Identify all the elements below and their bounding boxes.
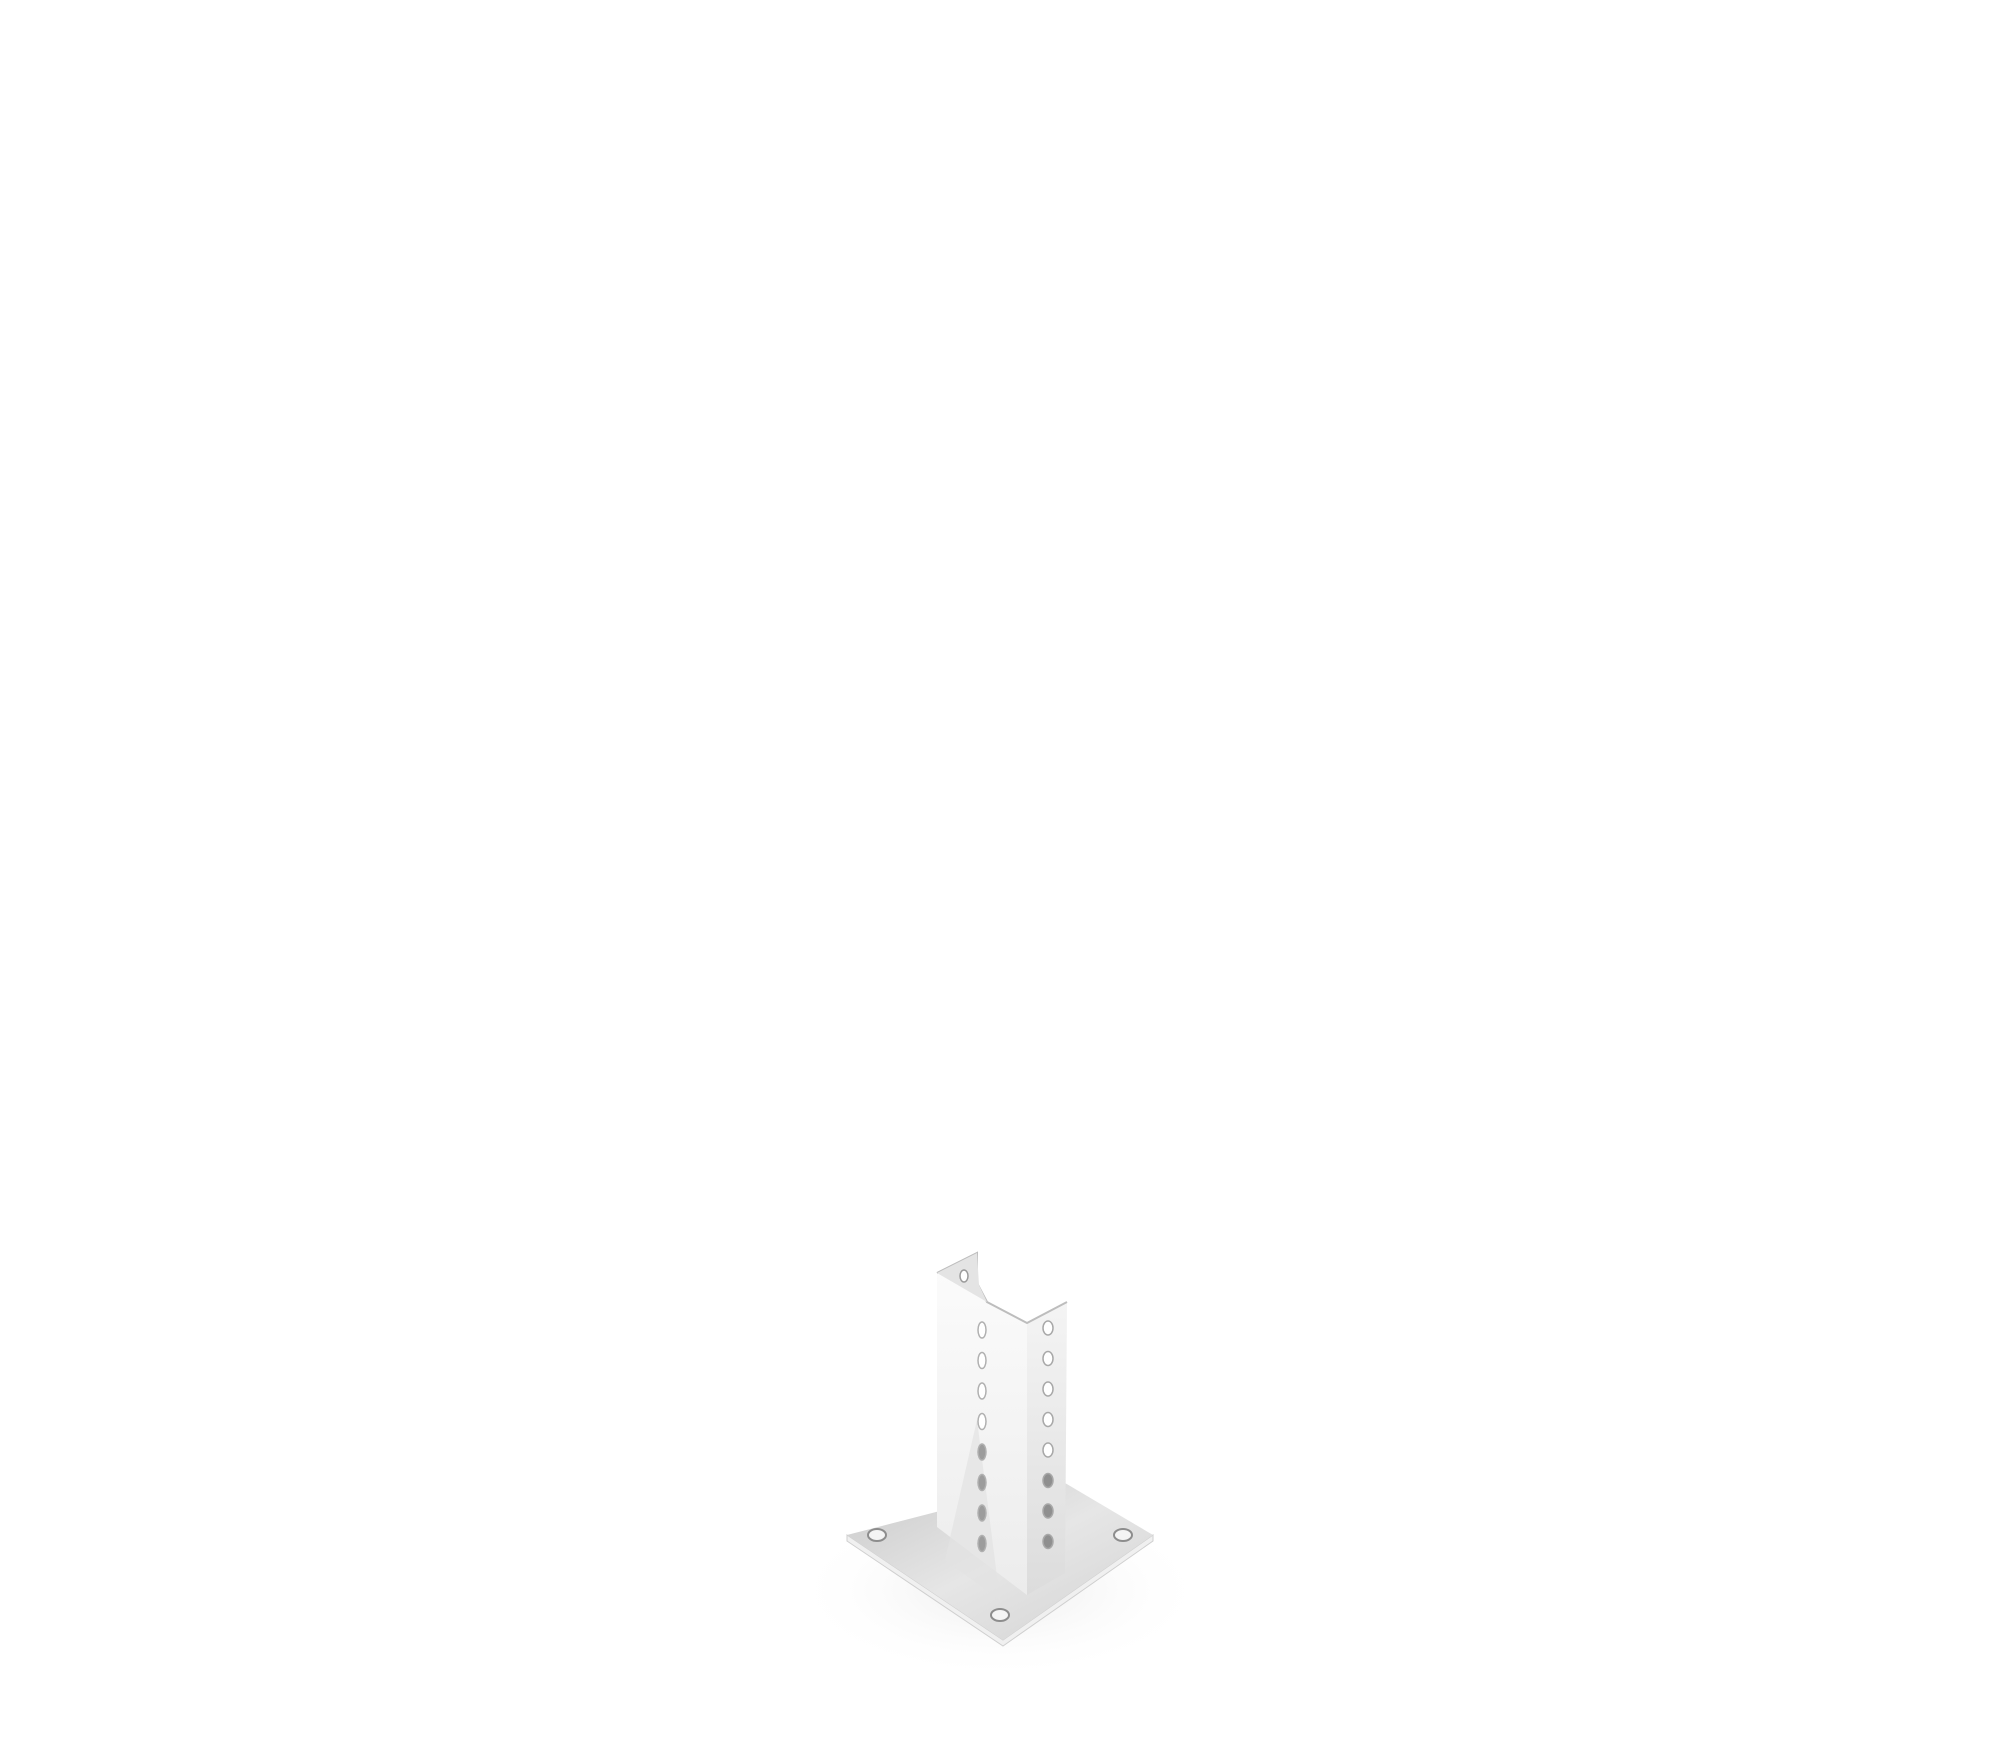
post-gusset-shade: [945, 1420, 1000, 1600]
post-hole: [977, 1473, 987, 1492]
post-hole: [977, 1504, 987, 1522]
post-hole: [977, 1351, 987, 1370]
post-hole: [1042, 1503, 1054, 1519]
post-hole: [1042, 1411, 1054, 1428]
post-hole: [977, 1321, 987, 1339]
plate-hole: [990, 1608, 1010, 1622]
post-hole: [1042, 1442, 1054, 1458]
post-hole: [1042, 1350, 1054, 1367]
channel-post: [936, 1251, 1068, 1600]
flange-hole: [959, 1269, 969, 1283]
post-hole: [977, 1412, 987, 1431]
left-face-holes: [977, 1321, 987, 1553]
post-hole: [1042, 1381, 1054, 1397]
post-hole: [977, 1443, 987, 1461]
post-hole: [977, 1382, 987, 1400]
right-face-holes: [1042, 1320, 1054, 1550]
plate-hole: [867, 1528, 887, 1542]
post-hole: [1042, 1472, 1054, 1489]
post-hole: [1042, 1320, 1054, 1336]
plate-hole: [1113, 1528, 1133, 1542]
post-hole: [1042, 1533, 1054, 1550]
post-hole: [977, 1534, 987, 1553]
